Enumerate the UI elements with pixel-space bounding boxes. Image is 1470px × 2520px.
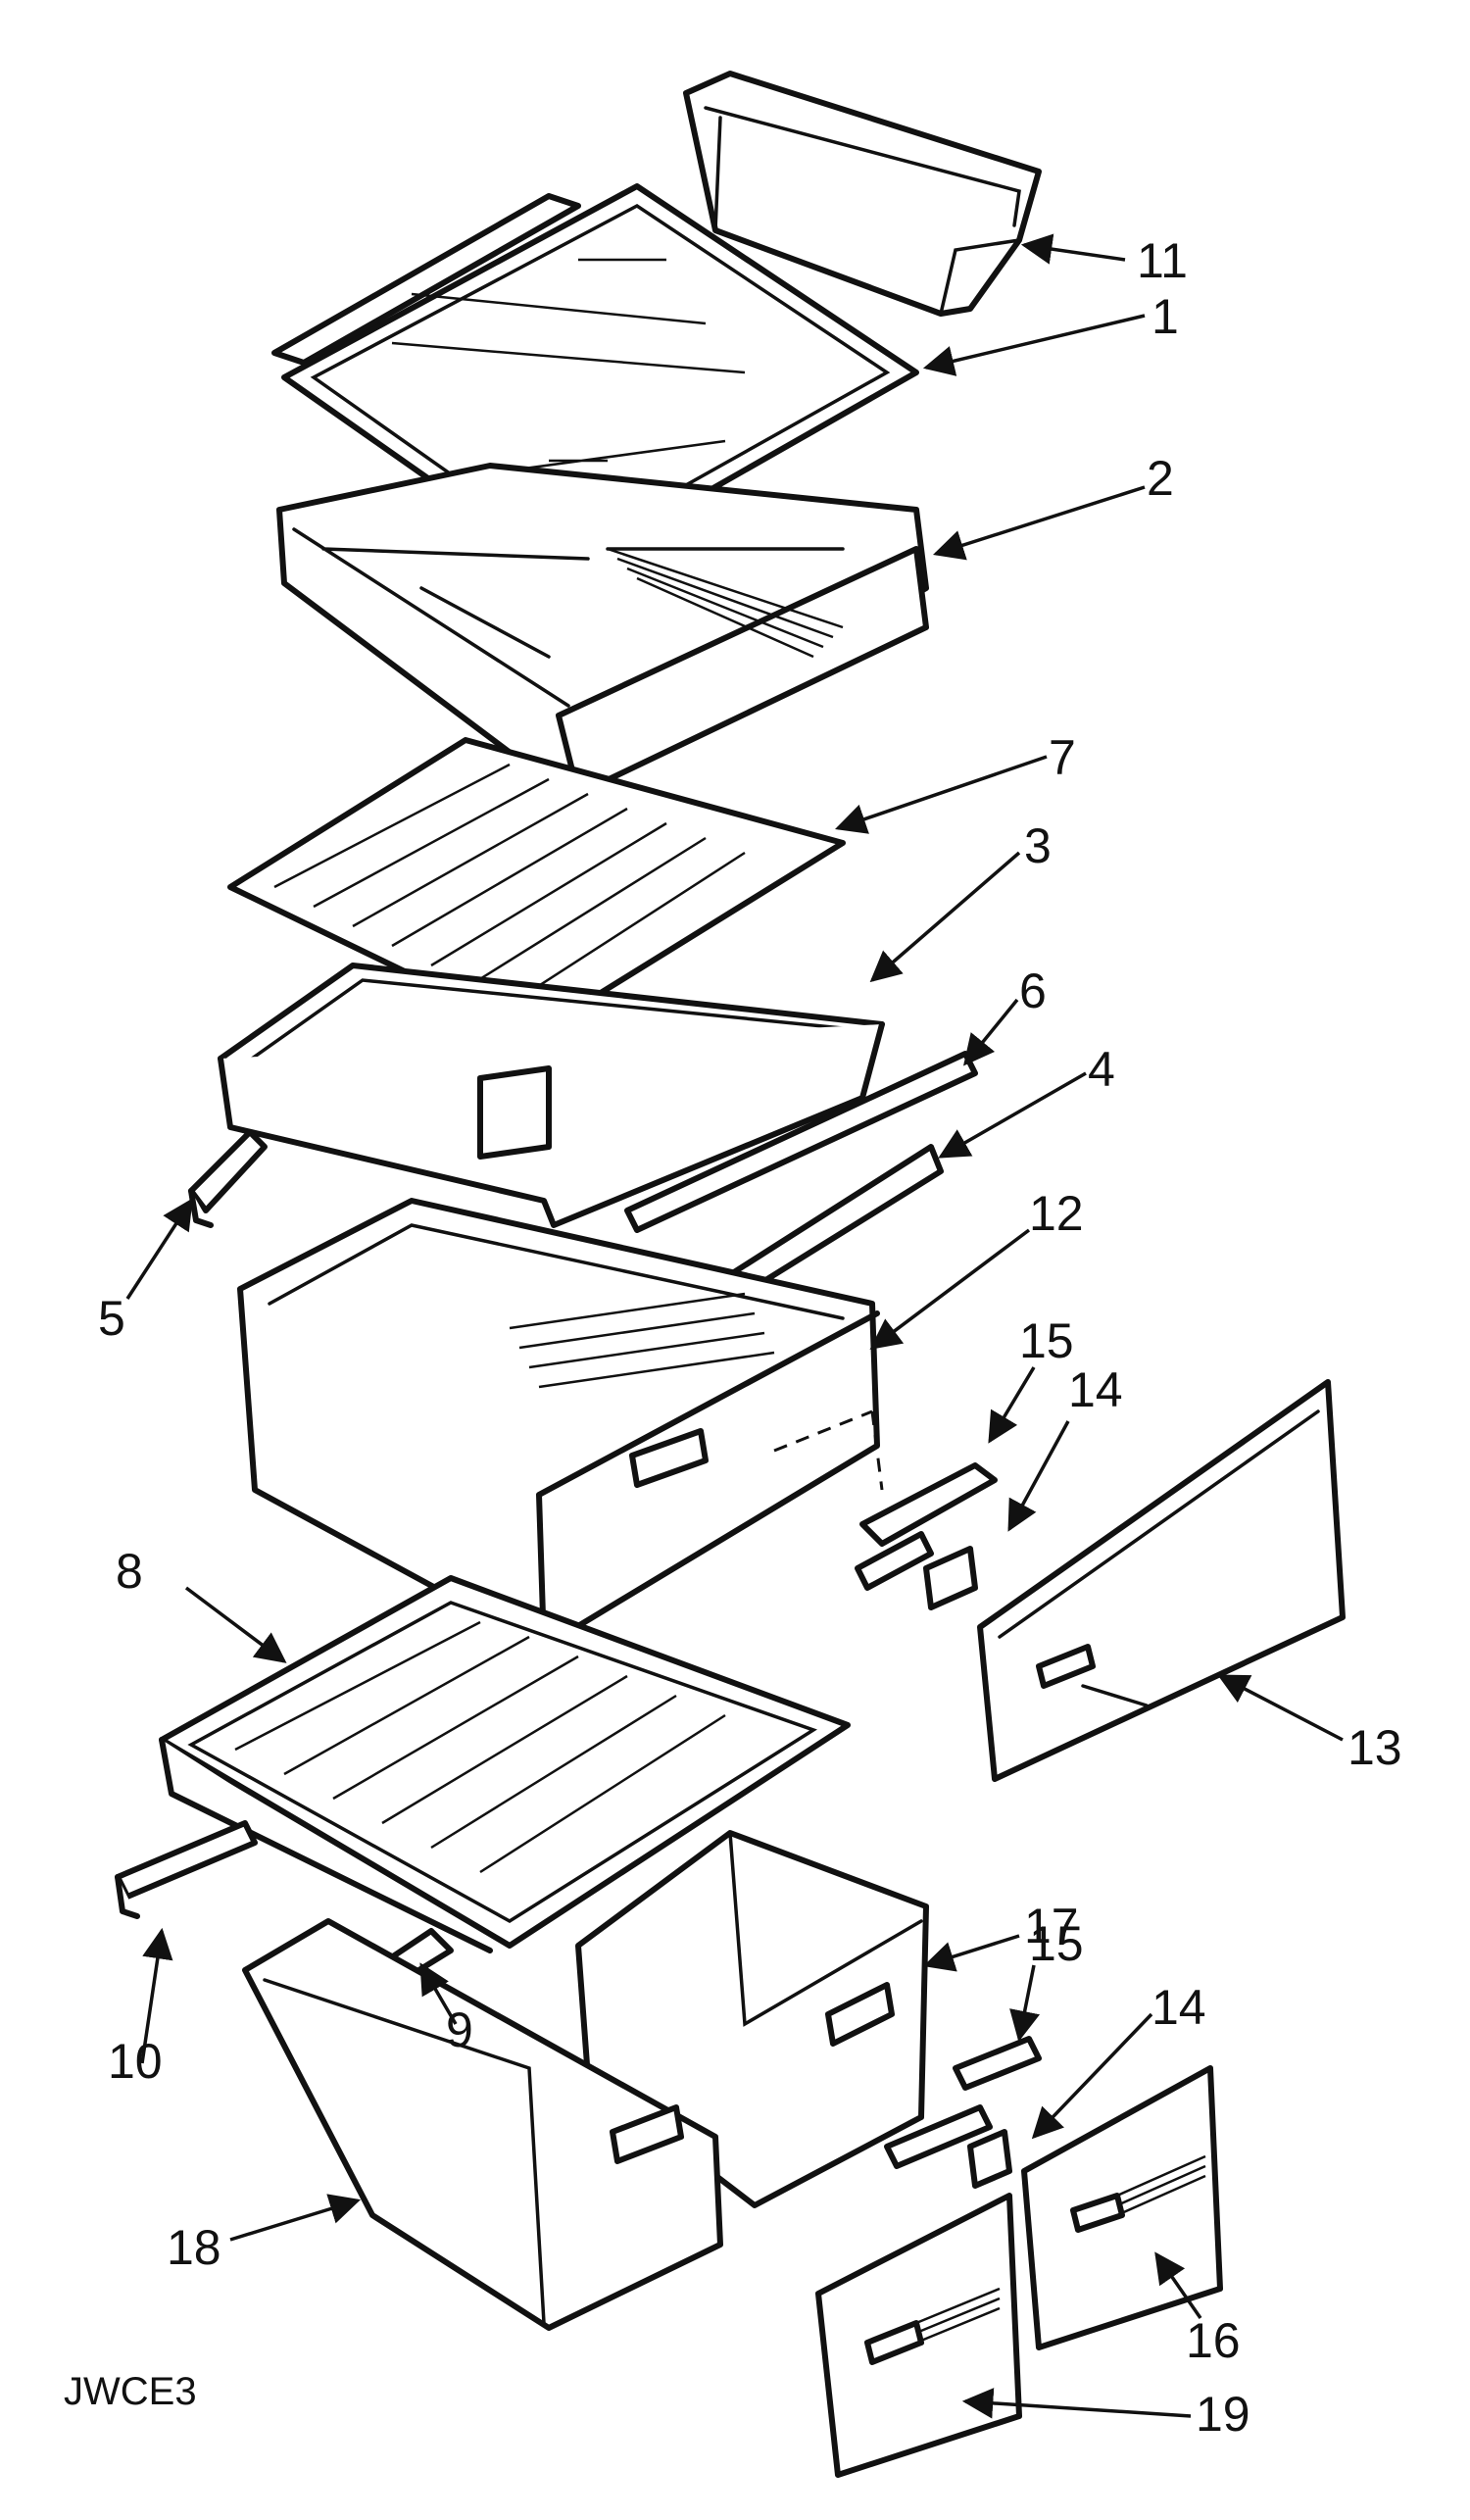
callout-15-lower: 15	[1029, 1916, 1084, 1971]
leader-arrows	[125, 233, 1344, 2419]
part-rail-6	[624, 1051, 978, 1233]
callout-labels: 11 1 2 7 3 6 4 12 5 15 14 8 13 17 15 14 …	[98, 233, 1402, 2442]
diagram-code: JWCE3	[64, 2370, 197, 2413]
callout-6: 6	[1019, 964, 1047, 1018]
callout-8: 8	[116, 1544, 143, 1599]
callout-7: 7	[1049, 730, 1076, 785]
part-shelf-frame	[218, 963, 885, 1228]
callout-11: 11	[1137, 233, 1188, 288]
part-clip-14a	[923, 1546, 978, 1610]
callout-3: 3	[1024, 818, 1052, 873]
part-pan-18	[242, 1918, 723, 2331]
callout-15-upper: 15	[1019, 1313, 1074, 1368]
callout-1: 1	[1152, 289, 1179, 344]
part-crisper-cover-frame	[276, 463, 929, 797]
part-drawer-front-13	[977, 1379, 1346, 1782]
part-clip-14b	[967, 2129, 1012, 2189]
part-crisper-pan	[237, 1198, 884, 1650]
callout-19: 19	[1196, 2387, 1250, 2442]
callout-14-lower: 14	[1152, 1980, 1206, 2035]
callout-17: 17	[1024, 1899, 1079, 1953]
callout-12: 12	[1029, 1186, 1084, 1241]
part-bottom-shelf	[159, 1575, 851, 1953]
callout-16: 16	[1186, 2313, 1241, 2368]
callout-4: 4	[1088, 1042, 1115, 1097]
part-bracket-15b	[884, 2036, 1042, 2169]
callout-10: 10	[108, 2034, 163, 2089]
part-bracket-15a	[855, 1462, 998, 1591]
callout-13: 13	[1348, 1720, 1402, 1775]
callout-2: 2	[1147, 451, 1174, 506]
callout-5: 5	[98, 1291, 125, 1346]
part-door-bin	[683, 71, 1042, 317]
callout-18: 18	[167, 2220, 221, 2275]
callout-14-upper: 14	[1068, 1362, 1123, 1417]
part-drawer-front-19	[815, 2193, 1022, 2478]
part-rail-5	[188, 1129, 268, 1228]
part-rail-10	[115, 1820, 258, 1919]
callout-9: 9	[446, 2002, 473, 2057]
